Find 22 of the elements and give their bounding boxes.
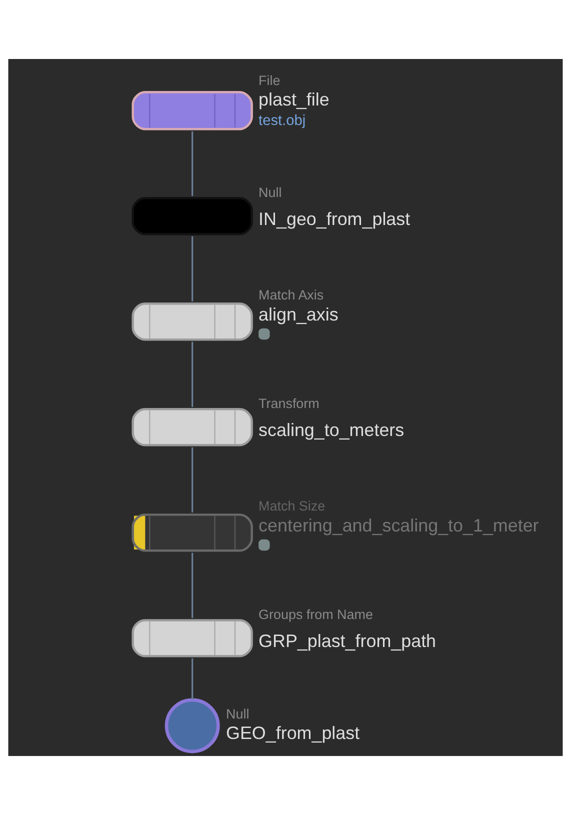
- node-label: centering_and_scaling_to_1_meter: [258, 515, 539, 536]
- node-label: Match Size: [258, 498, 326, 514]
- node-label: Null: [258, 185, 282, 200]
- connector: [192, 131, 194, 196]
- node-label: test.obj: [258, 113, 306, 130]
- node-label: align_axis: [258, 304, 338, 324]
- node-circle: [164, 698, 220, 754]
- node-label: plast_file: [258, 89, 330, 110]
- connector: [192, 236, 194, 302]
- node-label: Match Axis: [258, 287, 324, 302]
- node-label: Transform: [258, 396, 320, 412]
- connector: [192, 447, 194, 512]
- connector: [192, 342, 194, 407]
- connector: [192, 552, 194, 618]
- node-label: Null: [226, 706, 250, 722]
- node-label: Groups from Name: [258, 607, 373, 622]
- node-label: IN_geo_from_plast: [258, 208, 410, 229]
- node-label: GRP_plast_from_path: [258, 630, 436, 651]
- node-label: scaling_to_meters: [258, 420, 404, 440]
- node-label: GEO_from_plast: [226, 722, 360, 743]
- connector: [192, 658, 194, 700]
- node-label: File: [258, 72, 280, 88]
